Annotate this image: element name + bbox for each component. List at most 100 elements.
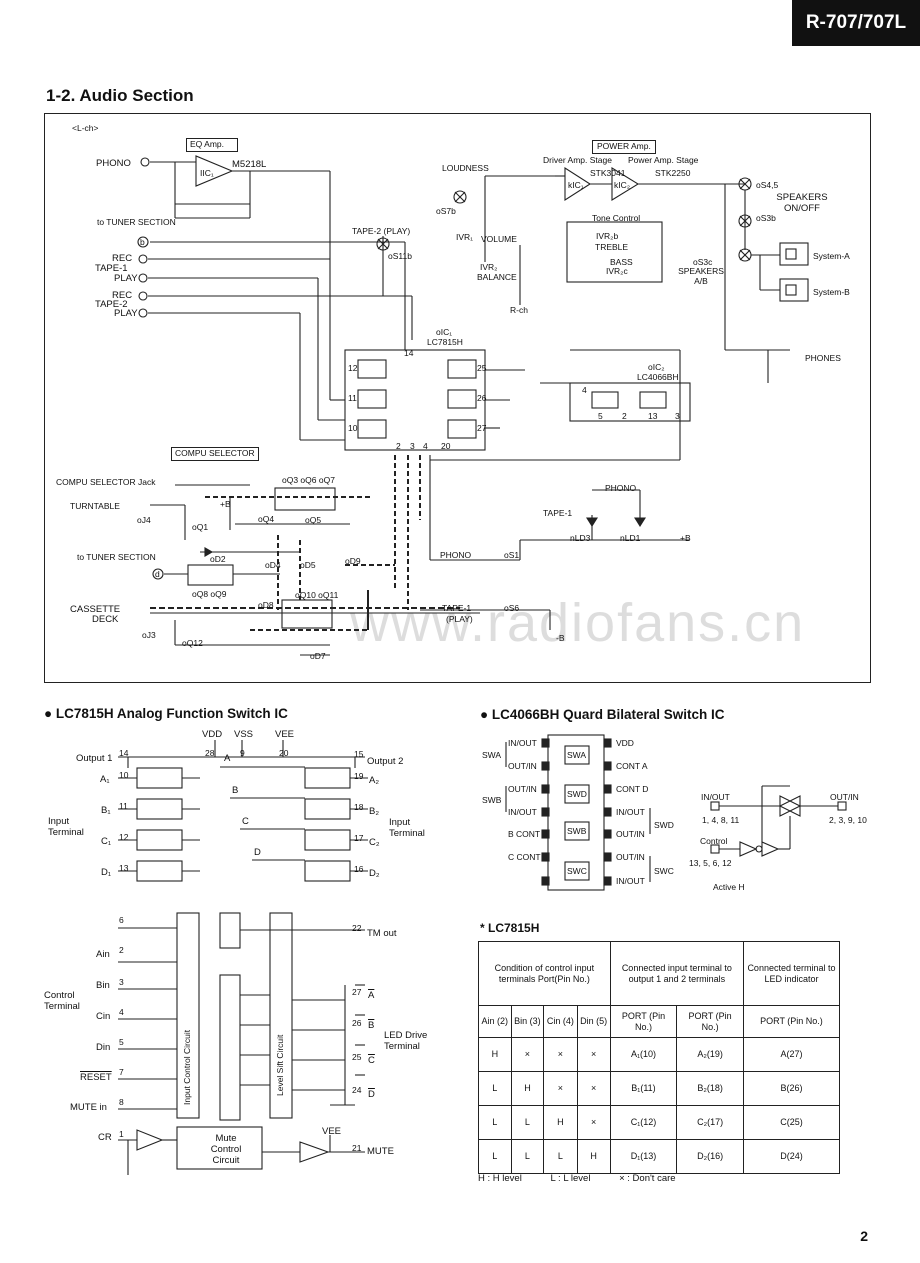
oic2-label: oIC₂ (648, 362, 665, 372)
s11b-label: oS11b (388, 251, 412, 261)
nld3-label: nLD3 (570, 533, 591, 543)
led-d: D (368, 1089, 375, 1100)
pin-r1: VDD (616, 738, 634, 748)
ic2-pin-13: 13 (648, 411, 658, 421)
cell: L (478, 1105, 512, 1140)
s6-label: oS6 (504, 603, 520, 613)
cell: C(25) (742, 1105, 841, 1140)
ic1-pin-12: 12 (348, 363, 358, 373)
input-terminal-left: Input Terminal (48, 816, 84, 838)
ctrl-ain: Ain (96, 949, 110, 960)
cell: D(24) (742, 1139, 841, 1174)
vdd-label: VDD (202, 729, 223, 740)
compu-selector-label: COMPU SELECTOR (175, 448, 255, 458)
phono-switch-label: PHONO (440, 550, 472, 560)
ic1-pin-4: 4 (423, 441, 428, 451)
pin-13: 13 (119, 863, 129, 873)
lc4066bh-label: LC4066BH (637, 372, 679, 382)
pin-15: 15 (354, 749, 364, 759)
input-control-label: Input Control Circuit (182, 1029, 192, 1105)
s1-label: oS1 (504, 550, 520, 560)
ic1-pin-14: 14 (404, 348, 414, 358)
power-stage-label: Power Amp. Stage (628, 155, 699, 165)
head-condition: Condition of control input terminals Por… (478, 941, 611, 1006)
d8-label: oD8 (258, 600, 274, 610)
line-b: B (232, 785, 239, 796)
sub-port2: PORT (Pin No.) (676, 1005, 744, 1038)
driver-stage-label: Driver Amp. Stage (543, 155, 612, 165)
compu-selector-box (171, 447, 259, 461)
turntable-label: TURNTABLE (70, 501, 120, 511)
pin-27: 27 (352, 987, 362, 997)
input-c2: C₂ (369, 837, 380, 848)
pin-r7: IN/OUT (616, 876, 645, 886)
audio-schematic-frame (44, 113, 871, 683)
line-a: A (224, 753, 231, 764)
cell: C₂(17) (676, 1105, 744, 1140)
lc7815h-label: LC7815H (427, 337, 463, 347)
eq-amp-box (186, 138, 238, 152)
system-a-label: System-A (813, 251, 850, 261)
phono-led-label: PHONO (605, 483, 637, 493)
sub-din: Din (5) (576, 1005, 611, 1038)
system-b-label: System-B (813, 287, 850, 297)
pin-3: 3 (119, 977, 124, 987)
pin-6: 6 (119, 915, 124, 925)
lch-label: <L-ch> (72, 123, 99, 133)
cell: C₁(12) (609, 1105, 678, 1140)
cell: L (543, 1139, 578, 1174)
led-a: A (368, 990, 375, 1001)
deck-label: DECK (92, 614, 119, 625)
pin-21: 21 (352, 1143, 362, 1153)
cell: × (510, 1037, 545, 1072)
q10q11-label: oQ10 oQ11 (295, 590, 339, 600)
watermark: www.radiofans.cn (350, 593, 806, 653)
active-h-label: Active H (713, 882, 745, 892)
line-c: C (242, 816, 249, 827)
cell: A₁(10) (609, 1037, 678, 1072)
tape2-play-label: PLAY (114, 308, 138, 319)
q3q6q7-label: oQ3 oQ6 oQ7 (282, 475, 335, 485)
tape1-play-label: PLAY (114, 273, 138, 284)
pin-19: 19 (354, 771, 364, 781)
pin-1: 1 (119, 1129, 124, 1139)
cell: H (510, 1071, 545, 1106)
oic1-label: oIC₁ (436, 327, 453, 337)
ic1-pin-10: 10 (348, 423, 358, 433)
input-b1: B₁ (101, 805, 111, 816)
table-title: * LC7815H (480, 921, 540, 935)
ic2-pin-5: 5 (598, 411, 603, 421)
plus-b-right-label: +B (680, 533, 691, 543)
cell: B(26) (742, 1071, 841, 1106)
legend-l: L : L level (550, 1173, 591, 1184)
pin-20: 20 (279, 748, 289, 758)
pin-14: 14 (119, 748, 129, 758)
nld1-label: nLD1 (620, 533, 641, 543)
cell: D₂(16) (676, 1139, 744, 1174)
cell: × (576, 1105, 611, 1140)
vr2-label: IVR₂ (480, 262, 498, 272)
led-drive-label: LED Drive Terminal (384, 1030, 428, 1052)
ic1-pin-25: 25 (477, 363, 487, 373)
tape1-rec-label: REC (112, 253, 133, 264)
cell: H (543, 1105, 578, 1140)
s3b-label: oS3b (756, 213, 776, 223)
pin-26: 26 (352, 1018, 362, 1028)
mute-control-label: Mute Control Circuit (210, 1133, 242, 1166)
pin-12: 12 (119, 832, 129, 842)
side-swc: SWC (654, 866, 674, 876)
play-switch-label: (PLAY) (446, 614, 473, 624)
cell: H (576, 1139, 611, 1174)
ic1-pin-2: 2 (396, 441, 401, 451)
s7b-label: oS7b (436, 206, 456, 216)
balance-label: BALANCE (477, 272, 517, 282)
ic1-pin-11: 11 (348, 393, 357, 403)
cell: L (510, 1139, 545, 1174)
s45-label: oS4,5 (756, 180, 779, 190)
pin-16: 16 (354, 864, 364, 874)
pin-7: 7 (119, 1067, 124, 1077)
tm-out-label: TM out (367, 928, 397, 939)
